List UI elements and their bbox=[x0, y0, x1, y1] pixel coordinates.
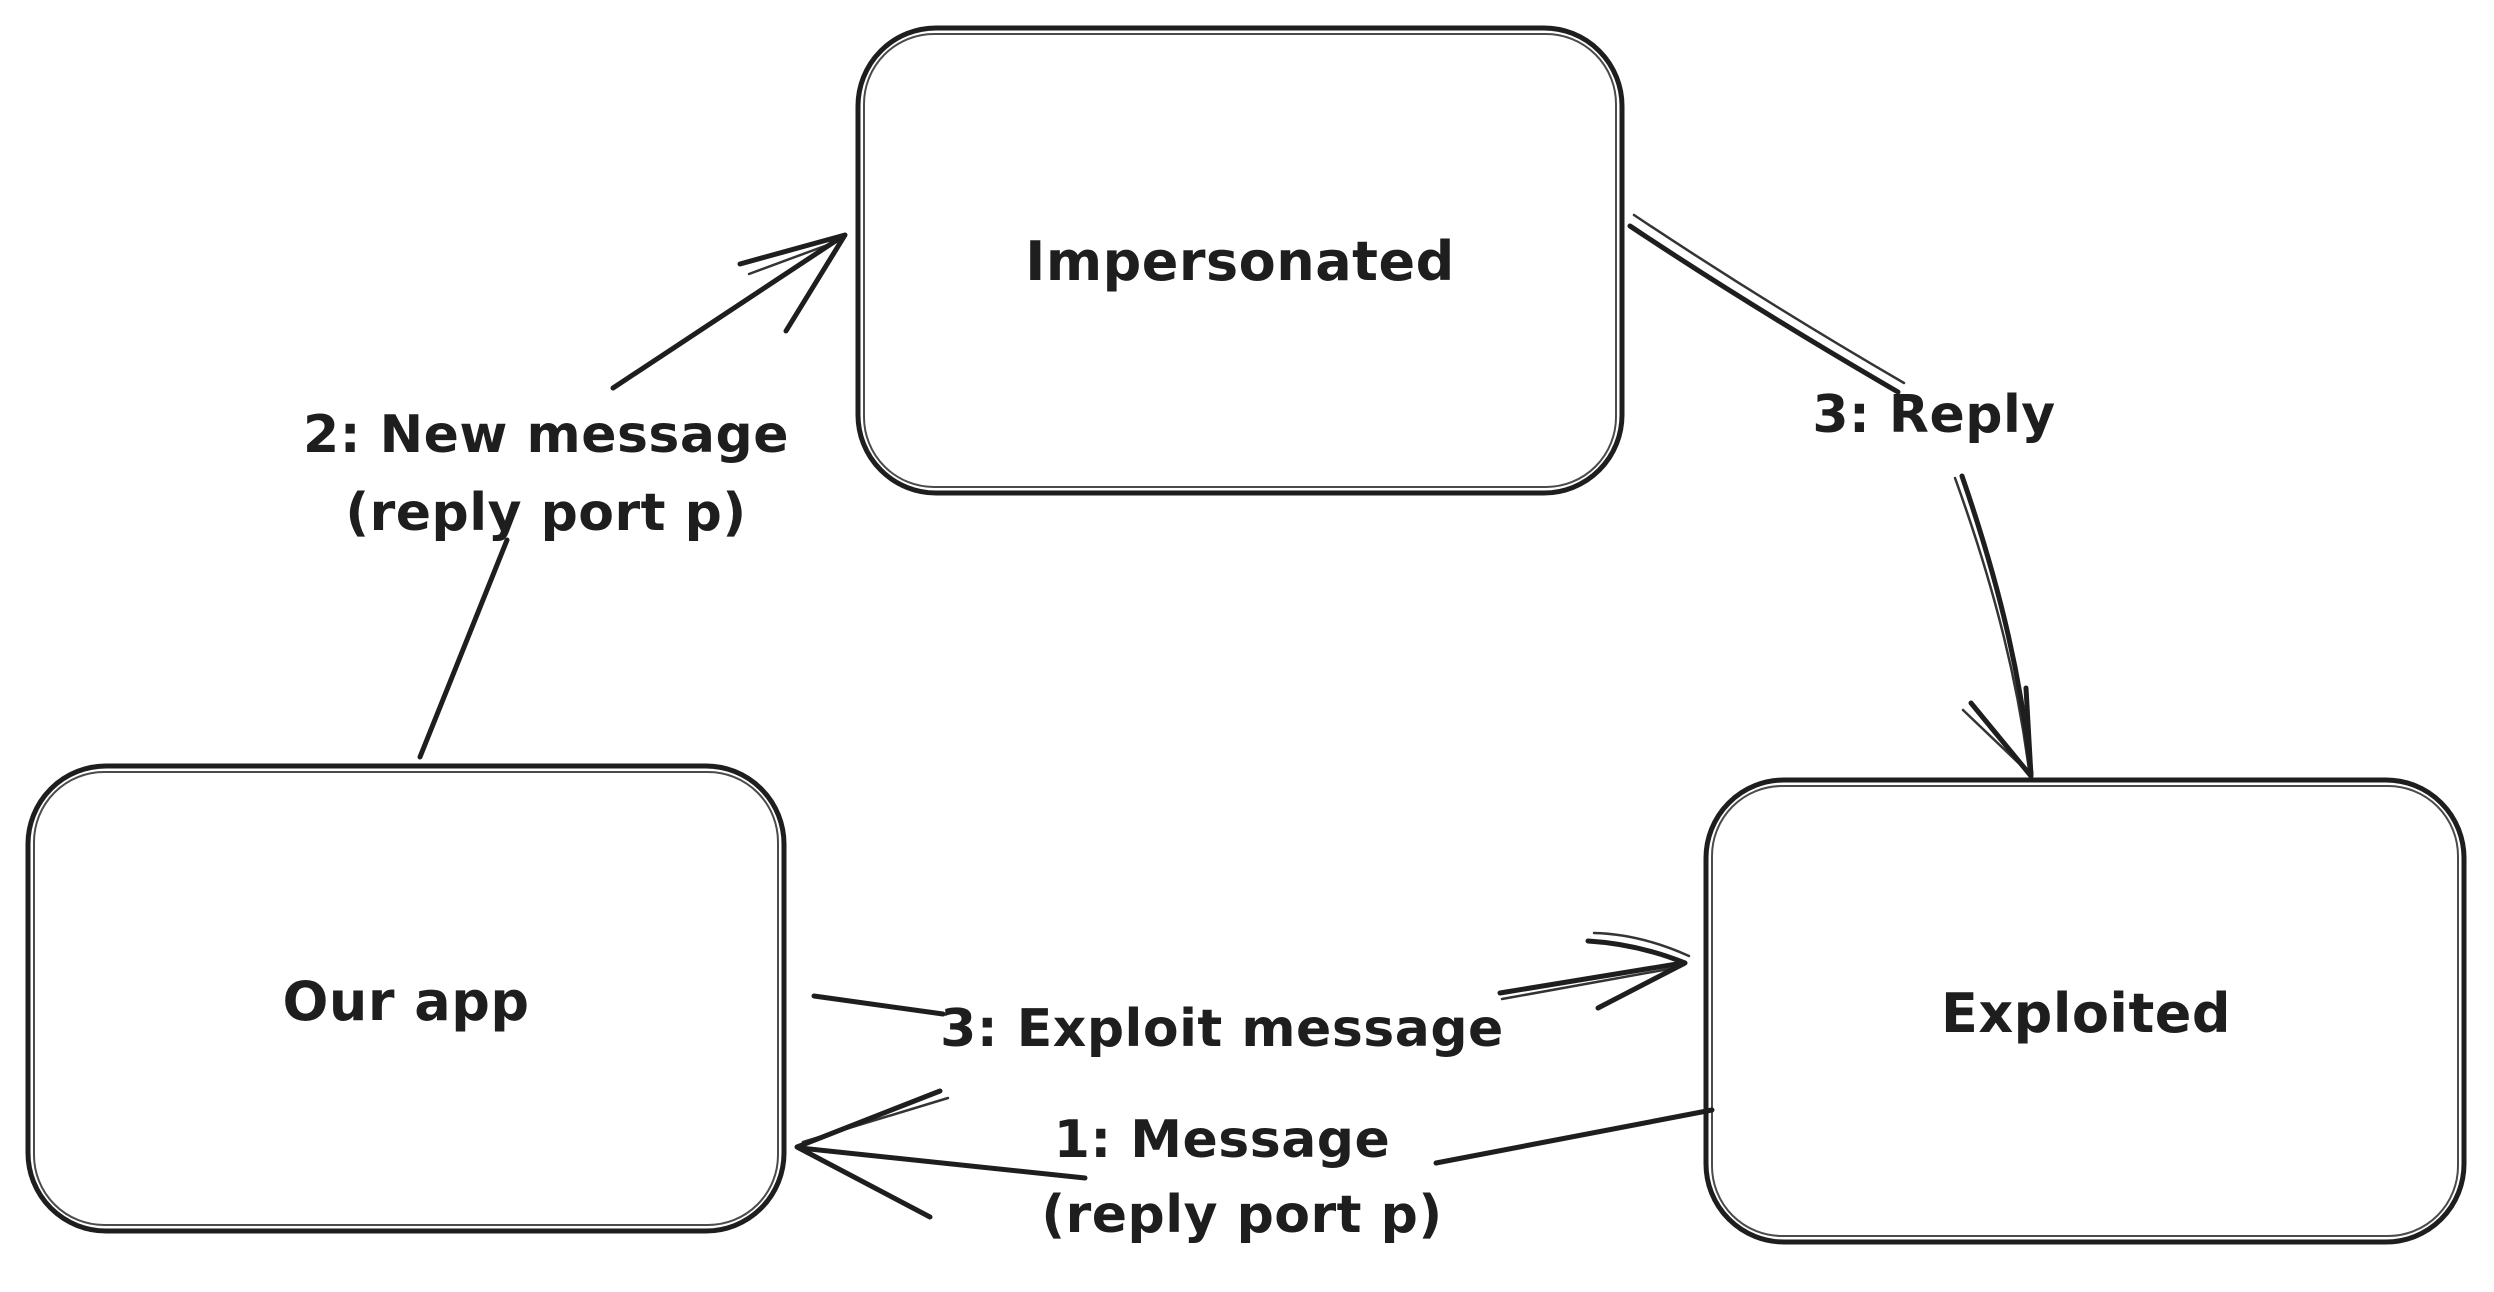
node-our-app-label: Our app bbox=[282, 970, 529, 1033]
edge-exploit-message-line-right bbox=[1497, 960, 1686, 996]
node-exploited: Exploited bbox=[1703, 777, 2467, 1245]
edge-message-label-line1: 1: Message bbox=[1054, 1110, 1391, 1170]
node-impersonated: Impersonated bbox=[855, 25, 1625, 496]
edge-new-message-arrowhead bbox=[737, 232, 848, 334]
edge-exploit-message-arrowhead bbox=[1585, 938, 1688, 1011]
node-exploited-box-sketch-echo bbox=[1711, 785, 2459, 1237]
edge-message-arrowhead-sketch-echo bbox=[801, 1096, 950, 1144]
edge-exploit-message-line-right-sketch-echo bbox=[1500, 965, 1682, 1001]
edge-reply-line-upper-sketch-echo bbox=[1632, 213, 1906, 385]
edge-message-label-line2: (reply port p) bbox=[1041, 1185, 1442, 1245]
node-impersonated-box bbox=[855, 25, 1625, 496]
node-impersonated-label: Impersonated bbox=[1025, 230, 1454, 293]
node-exploited-label: Exploited bbox=[1941, 982, 2231, 1045]
edge-exploit-message-arrowhead-sketch-echo bbox=[1592, 931, 1691, 958]
edge-new-message-label-line2: (reply port p) bbox=[345, 483, 746, 543]
edge-reply-arrowhead-sketch-echo bbox=[1961, 708, 2030, 774]
edge-exploit-message-label-line1: 3: Exploit message bbox=[940, 999, 1504, 1059]
edge-reply-line-lower-sketch-echo bbox=[1953, 476, 2031, 772]
node-our-app-box-sketch-echo bbox=[33, 771, 779, 1226]
edge-new-message: 2: New message (reply port p) bbox=[303, 232, 848, 760]
edge-message-line-right bbox=[1433, 1107, 1715, 1166]
edge-message-line-left bbox=[797, 1145, 1088, 1181]
node-our-app-box bbox=[25, 763, 787, 1234]
node-exploited-box bbox=[1703, 777, 2467, 1245]
edge-message: 1: Message (reply port p) bbox=[794, 1088, 1715, 1245]
node-our-app: Our app bbox=[25, 763, 787, 1234]
node-impersonated-box-sketch-echo bbox=[863, 33, 1617, 488]
edge-reply-line-upper bbox=[1627, 223, 1901, 395]
edge-reply-label-line1: 3: Reply bbox=[1812, 385, 2055, 445]
edge-new-message-line-upper bbox=[610, 233, 846, 391]
edge-reply: 3: Reply bbox=[1627, 213, 2055, 779]
edge-exploit-message: 3: Exploit message bbox=[811, 931, 1691, 1059]
edge-reply-line-lower bbox=[1959, 473, 2034, 777]
edge-exploit-message-line-left bbox=[811, 993, 946, 1017]
edge-new-message-label-line1: 2: New message bbox=[303, 405, 789, 465]
edge-new-message-line-lower bbox=[417, 537, 510, 760]
edge-new-message-arrowhead-sketch-echo bbox=[747, 238, 843, 276]
